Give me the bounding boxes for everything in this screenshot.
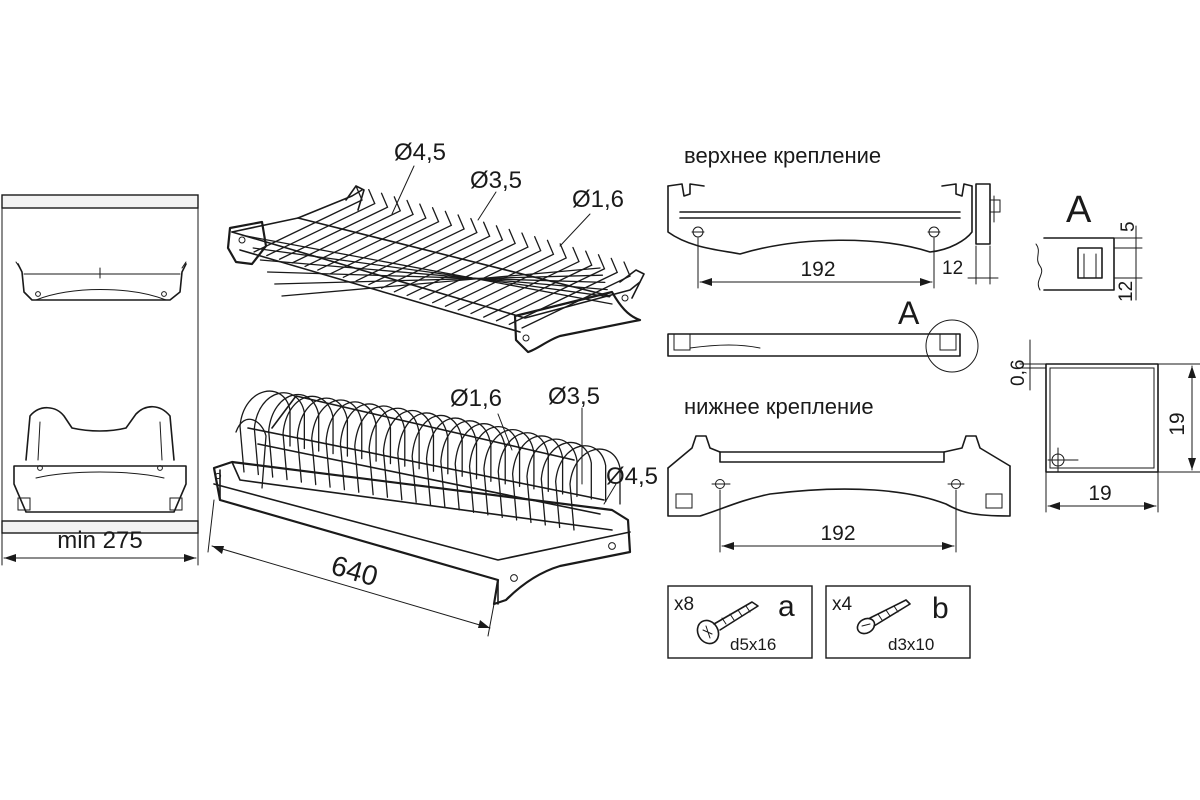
fastener-b-size: d3x10 [888, 635, 934, 654]
lower-rack-plate-wire [397, 412, 449, 501]
lower-rack-plate-wire [325, 401, 377, 488]
lower-rack-plate-wire [339, 403, 392, 491]
detail-a-title: A [1066, 189, 1092, 231]
detail-a-callout: A [898, 295, 920, 331]
screw-a-icon [696, 601, 759, 645]
lower-rack-plate-wire [425, 417, 478, 506]
upper-mount-front-view [667, 183, 973, 255]
lower-rack-plate-wire [540, 441, 592, 526]
lower-rack-plate-wire [368, 407, 420, 496]
upper-rack-wire [521, 261, 631, 329]
upper-rack-wire [342, 210, 453, 278]
upper-rack-wire [406, 228, 516, 297]
lower-rack-plate-wire [354, 405, 406, 493]
lower-rack-plate-wire [296, 397, 349, 483]
lower-wire-dia-45: Ø4,5 [606, 463, 658, 490]
fastener-a-letter: a [778, 590, 795, 623]
cabinet-side-view: min 275 [1, 194, 199, 566]
lower-rack-plate-wire [569, 448, 621, 531]
upper-rack-wire [304, 199, 414, 268]
dim-lower-192-label: 192 [820, 522, 855, 545]
upper-rack-long-wire [281, 267, 601, 297]
dim-profile-width: 19 [1088, 482, 1111, 505]
upper-rack-wire [419, 232, 529, 300]
lower-rack-wires [235, 390, 621, 531]
fastener-a-quantity: x8 [674, 594, 694, 615]
dim-rack-length-label: 640 [328, 550, 381, 593]
upper-rack-wire [291, 196, 402, 264]
upper-rack-callouts: Ø4,5 Ø3,5 Ø1,6 [391, 139, 624, 247]
profile-section: 0,6 19 19 [1008, 339, 1200, 513]
upper-mount-title: верхнее крепление [684, 143, 881, 168]
fastener-a-size: d5x16 [730, 635, 776, 654]
lower-rack-plate-wire [511, 435, 564, 521]
lower-rack-plate-wire [526, 438, 578, 524]
fastener-b-box: x4 b d3x10 [825, 585, 971, 659]
dim-upper-192: 192 [697, 237, 935, 289]
upper-rack-wire [508, 257, 619, 326]
lower-mount-title: нижнее крепление [684, 394, 874, 419]
fastener-b-letter: b [932, 592, 949, 625]
lower-wire-dia-35: Ø3,5 [548, 383, 600, 410]
upper-rack-wire [317, 203, 427, 271]
lower-rack-plate-wire [253, 392, 305, 476]
dim-upper-12: 12 [942, 245, 999, 285]
upper-mount-plan-view: A [667, 295, 979, 373]
screw-b-icon [856, 599, 911, 635]
upper-mount-section: верхнее крепление 192 [667, 143, 1001, 373]
lower-rack-plate-wire [268, 394, 320, 478]
lower-rack-plate-wire [554, 445, 607, 529]
lower-rack-plate-wire [282, 395, 334, 481]
upper-rack-long-wire [252, 247, 611, 298]
dim-detail-5: 5 [1118, 221, 1139, 232]
dim-upper-192-label: 192 [800, 258, 835, 281]
upper-rack-wire [432, 236, 542, 304]
dim-detail-12: 12 [1116, 281, 1137, 302]
lower-rack-plate-wire [440, 420, 492, 508]
dim-profile-height: 19 [1166, 412, 1189, 435]
lower-rack-plate-wire [454, 423, 506, 511]
upper-rack-wire [278, 192, 389, 260]
dim-cabinet-depth-label: min 275 [57, 527, 142, 554]
lower-rack-end-wire [235, 418, 267, 489]
fastener-b-quantity: x4 [832, 594, 853, 615]
lower-rack-plate-wire [468, 426, 521, 513]
upper-rack-long-wire [266, 271, 606, 284]
upper-rack-long-wire [245, 235, 613, 305]
upper-rack-long-wire [259, 259, 608, 291]
upper-rack-wire [368, 217, 478, 286]
upper-rack-wire [329, 207, 440, 275]
lower-rack-plate-wire [382, 409, 435, 498]
upper-wire-dia-45: Ø4,5 [394, 139, 446, 166]
cabinet-upper-rack [15, 261, 187, 301]
upper-rack-wire [444, 239, 555, 307]
upper-rack-drawing [226, 185, 645, 354]
fastener-a-box: x8 a d5x16 [667, 585, 813, 659]
lower-wire-dia-16: Ø1,6 [450, 385, 502, 412]
upper-rack-wire [495, 254, 606, 322]
upper-mount-side-view [975, 183, 1001, 245]
upper-rack-wire [483, 250, 593, 318]
upper-wire-dia-35: Ø3,5 [470, 167, 522, 194]
upper-rack-wire [253, 185, 363, 253]
cabinet-lower-rack [13, 405, 187, 513]
upper-rack-wires [245, 185, 631, 329]
lower-rack-plate-wire [483, 429, 535, 516]
upper-wire-dia-16: Ø1,6 [572, 186, 624, 213]
dim-profile-wall: 0,6 [1008, 360, 1029, 386]
detail-a-section: A 5 12 [1035, 189, 1143, 302]
lower-rack-plate-wire [311, 399, 363, 486]
lower-mount-section: нижнее крепление 192 [667, 394, 1011, 553]
dim-upper-12-label: 12 [942, 258, 963, 279]
dim-cabinet-depth: min 275 [1, 527, 199, 566]
upper-rack-wire [266, 188, 376, 257]
upper-rack-long-wire [274, 274, 604, 285]
lower-rack-plate-wire [411, 414, 463, 503]
upper-rack-wire [470, 246, 580, 315]
lower-rack-plate-wire [239, 390, 291, 473]
lower-rack-callouts: Ø1,6 Ø3,5 Ø4,5 [450, 383, 658, 505]
lower-rack-plate-wire [497, 432, 549, 519]
upper-rack-wire [457, 243, 568, 311]
